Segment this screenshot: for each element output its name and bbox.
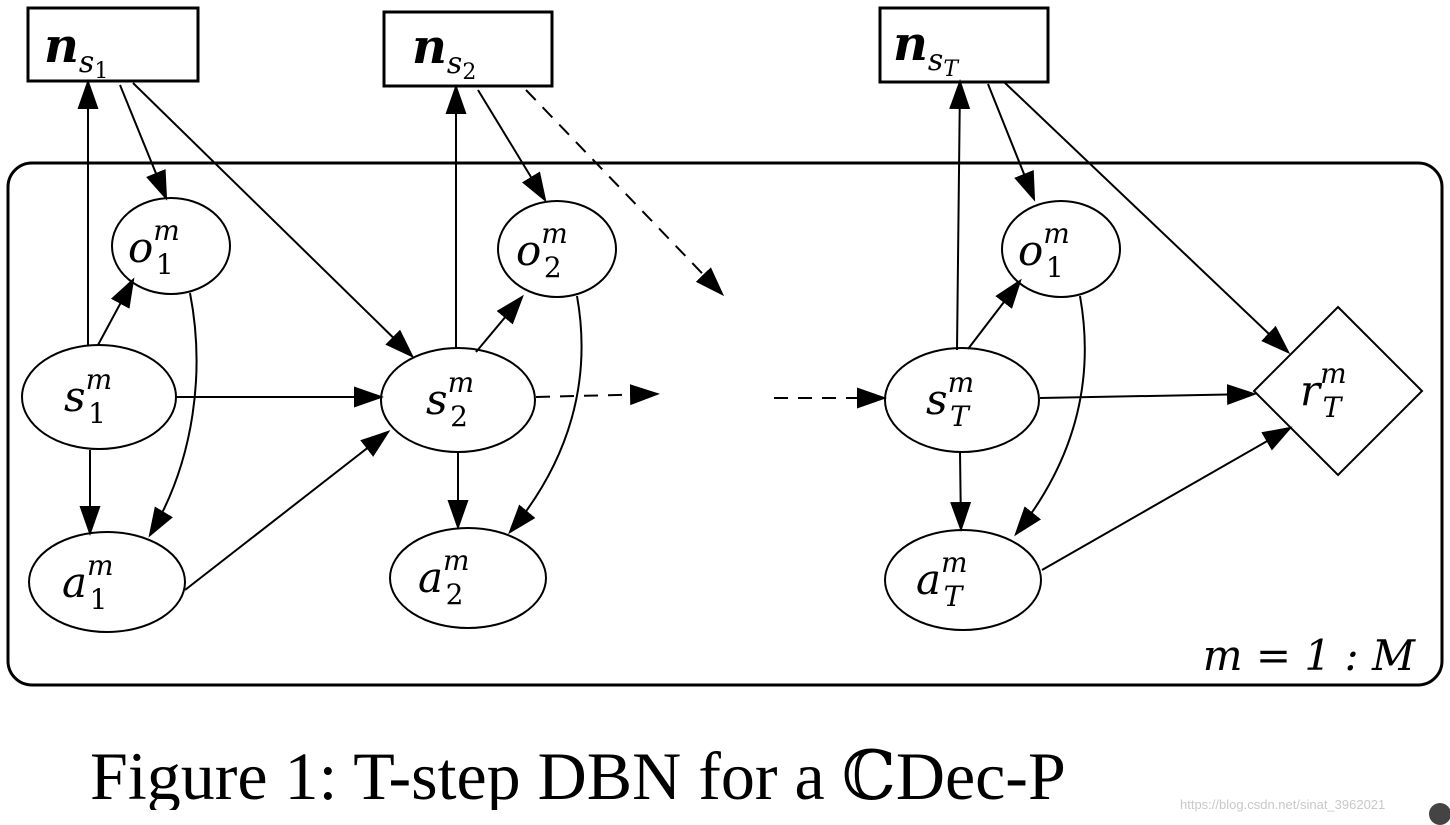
- node-o1-last: [1001, 200, 1121, 298]
- node-o2: [497, 200, 617, 298]
- edge-s2-next: [535, 384, 660, 406]
- edge-nsT-o1: [987, 83, 1036, 202]
- watermark-url: https://blog.csdn.net/sinat_3962021: [1180, 797, 1386, 812]
- node-rT: [1252, 305, 1424, 477]
- edge-nsT-rT: [1003, 81, 1291, 355]
- edge-o2-a2: [508, 295, 583, 535]
- box-n-s2: [382, 10, 554, 88]
- edge-sT-aT: [950, 451, 972, 532]
- edge-a1-s2: [184, 430, 391, 591]
- plate-label: m = 1 : M: [1203, 631, 1416, 680]
- node-o1-first: [111, 197, 231, 295]
- box-n-s1: [26, 6, 200, 83]
- edge-sT-nsT: [949, 79, 971, 351]
- edge-ns1-s2: [132, 82, 415, 359]
- edge-sT-o1: [967, 278, 1022, 350]
- edge-ns1-o1: [119, 84, 168, 201]
- edge-s1-o1: [97, 277, 135, 346]
- edge-o1-a1: [148, 292, 198, 538]
- plate: [6, 161, 1444, 687]
- node-a2: [389, 527, 547, 629]
- edge-sT-rT: [1039, 384, 1257, 406]
- label-n-s2: ns2: [412, 19, 476, 85]
- edge-s2-o2: [475, 294, 524, 353]
- node-aT: [884, 529, 1042, 631]
- node-a1: [28, 531, 186, 633]
- edge-aT-rT: [1041, 426, 1293, 571]
- label-n-sT: nsT: [893, 16, 960, 82]
- figure-caption: Figure 1: T-step DBN for a ℂDec-P: [90, 742, 1066, 810]
- watermark-logo: [1429, 803, 1450, 825]
- edge-ns2-o2: [477, 89, 547, 203]
- edge-o1-aT: [1014, 295, 1086, 537]
- label-n-s1: ns1: [44, 18, 108, 84]
